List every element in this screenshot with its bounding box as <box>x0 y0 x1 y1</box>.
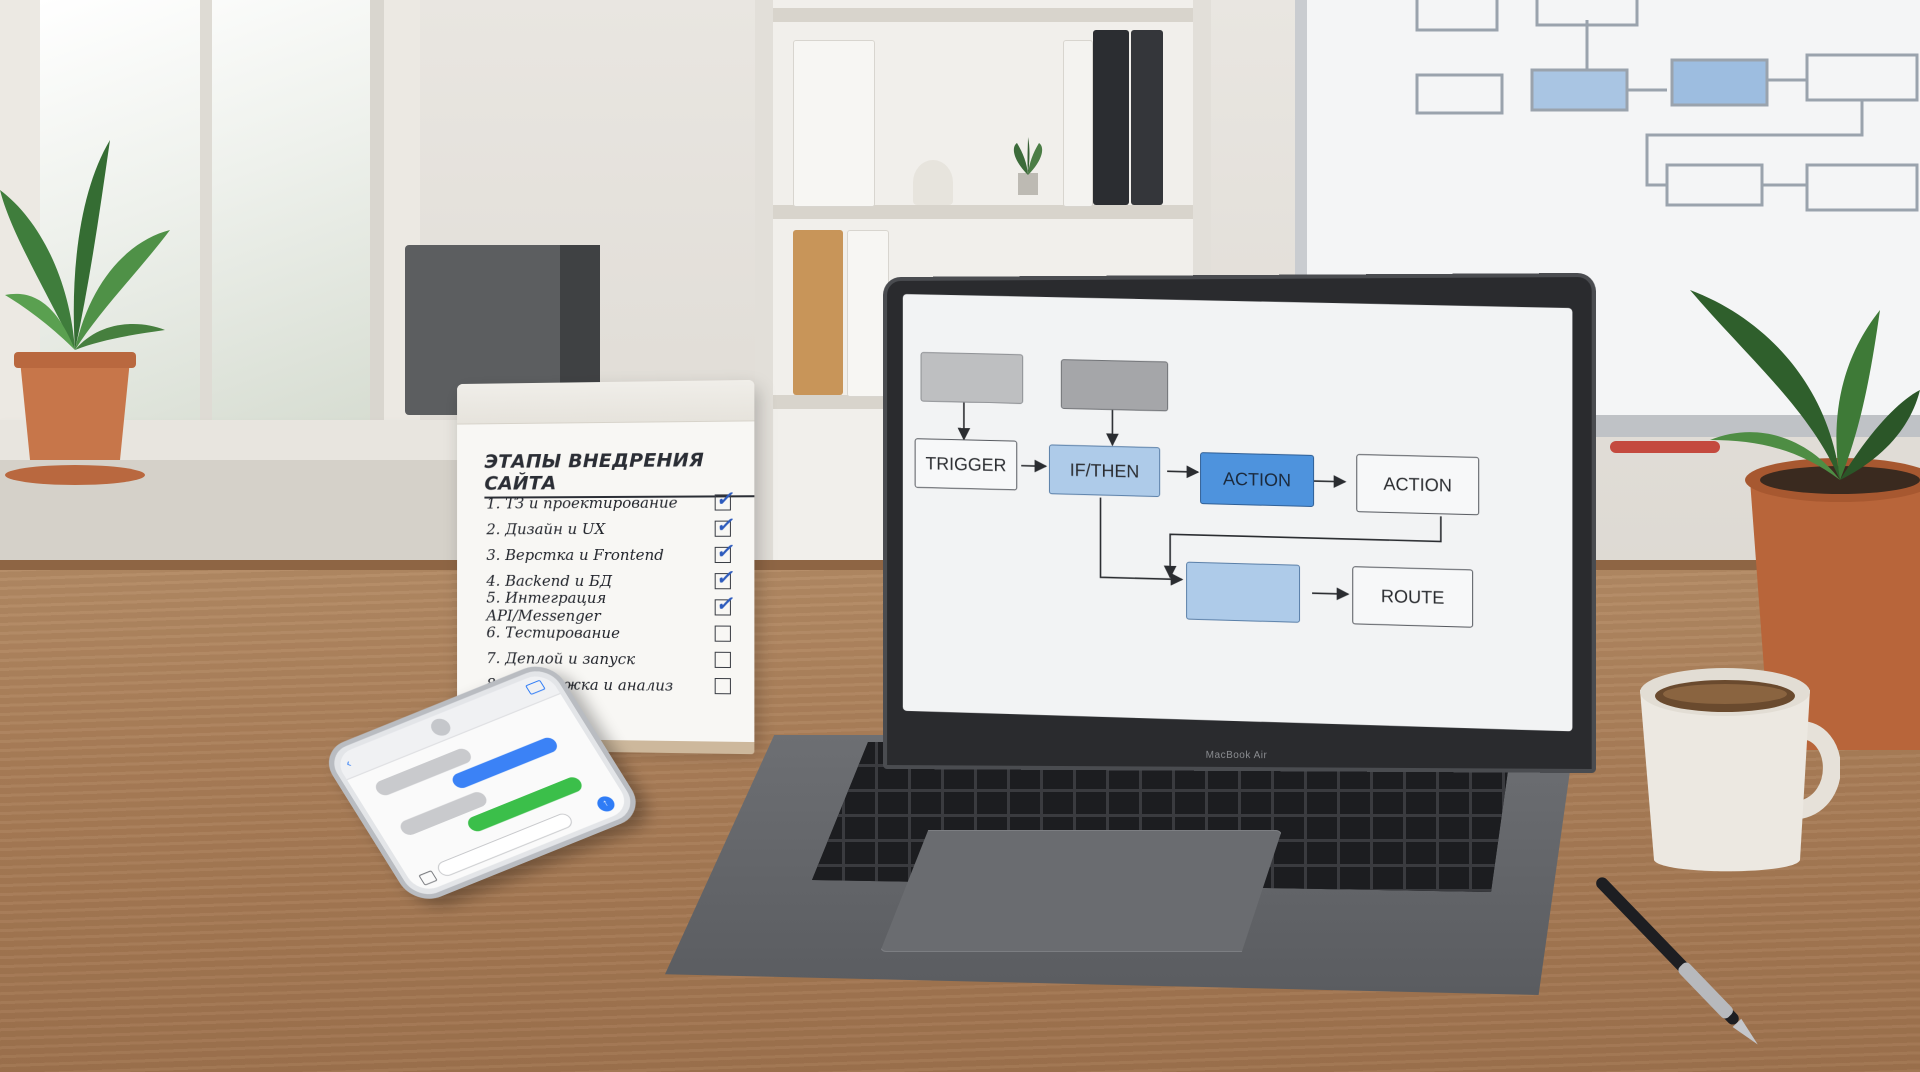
shelf-board <box>773 205 1193 219</box>
checklist-item-label: 1. ТЗ и проектирование <box>486 493 678 513</box>
whiteboard-diagram <box>1415 0 1919 212</box>
checklist-item-label: 6. Тестирование <box>486 623 620 643</box>
checklist-item-label: 4. Backend и БД <box>486 571 613 591</box>
checklist-item-label: 7. Деплой и запуск <box>486 649 636 669</box>
checkmark-icon <box>714 573 731 590</box>
checklist-item: 2. Дизайн и UX <box>486 516 731 543</box>
shelf-ornament <box>913 160 953 205</box>
notepad-binding <box>457 379 755 425</box>
empty-checkbox <box>714 651 731 669</box>
marker <box>1610 441 1720 453</box>
checkmark-icon <box>714 599 731 616</box>
flow-node-action-secondary: ACTION <box>1356 453 1480 516</box>
send-icon[interactable]: ↑ <box>594 794 618 814</box>
checkmark-icon <box>714 494 731 511</box>
flow-node-route: ROUTE <box>1352 566 1474 628</box>
laptop-brand: MacBook Air <box>1205 749 1268 762</box>
flow-node-ifthen: IF/THEN <box>1048 444 1161 498</box>
empty-checkbox <box>714 625 731 642</box>
connector <box>1021 466 1046 467</box>
flow-node-trigger: TRIGGER <box>914 438 1018 491</box>
checklist-item: 1. ТЗ и проектирование <box>486 489 731 516</box>
potted-plant-left-icon <box>0 140 170 485</box>
checklist-item: 3. Верстка и Frontend <box>486 542 731 568</box>
trackpad[interactable] <box>880 830 1282 952</box>
flow-node-unlabeled <box>1186 561 1301 623</box>
video-icon[interactable] <box>525 679 546 696</box>
checkmark-icon <box>714 520 731 537</box>
binder-black <box>1093 30 1129 205</box>
connector <box>1312 481 1345 482</box>
checkmark-icon <box>714 546 731 564</box>
binder-amber <box>793 230 843 395</box>
back-icon[interactable]: ‹ <box>342 756 355 771</box>
laptop-screen: TRIGGER IF/THEN ACTION ACTION ROUTE <box>903 294 1573 731</box>
coffee-mug-icon <box>1640 668 1840 872</box>
flow-node-placeholder <box>920 351 1024 405</box>
empty-checkbox <box>714 677 731 695</box>
checklist-item-label: 3. Верстка и Frontend <box>486 545 664 565</box>
shelf-plant-icon <box>1013 137 1043 195</box>
flow-node-action-primary: ACTION <box>1200 452 1315 508</box>
flow-node-placeholder <box>1060 359 1169 412</box>
window-mullion <box>200 0 212 420</box>
binder-white <box>793 40 875 207</box>
pen-icon <box>1596 877 1758 1045</box>
checklist-item-label: 2. Дизайн и UX <box>486 519 606 539</box>
laptop-lid: TRIGGER IF/THEN ACTION ACTION ROUTE MacB… <box>883 273 1596 773</box>
binder-white <box>1063 40 1093 207</box>
avatar <box>427 716 454 739</box>
shelf-board <box>773 8 1193 22</box>
camera-icon[interactable] <box>418 870 438 886</box>
checklist-item: 5. Интеграция API/Messenger <box>486 589 731 625</box>
checklist-item-label: 5. Интеграция API/Messenger <box>486 588 607 625</box>
connector <box>1312 593 1348 594</box>
binder-black <box>1131 30 1163 205</box>
connector <box>1167 471 1198 472</box>
